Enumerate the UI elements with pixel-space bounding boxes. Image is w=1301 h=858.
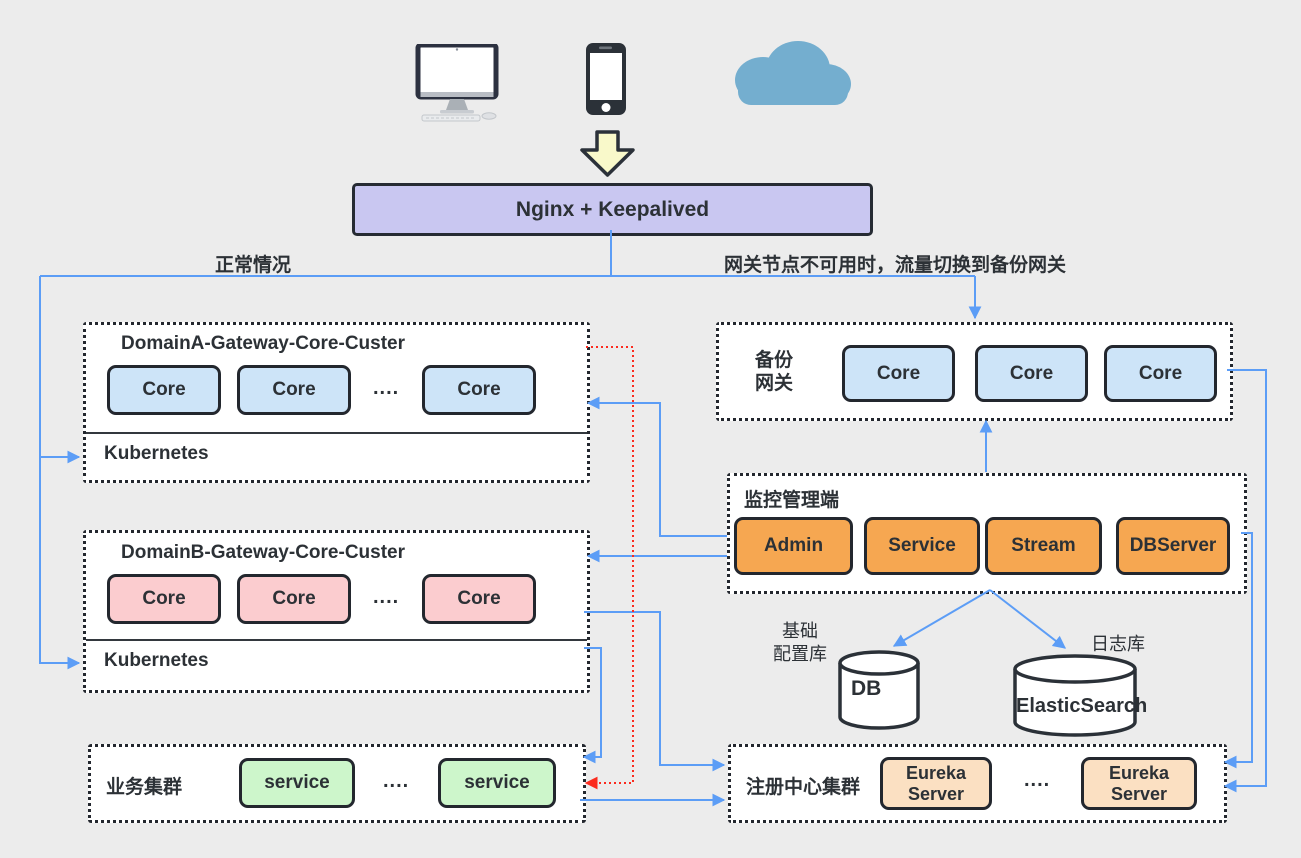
wire-monitor-to-db xyxy=(892,589,991,647)
domain-a-core-1: Core xyxy=(107,365,221,415)
module-service: Service xyxy=(864,517,980,575)
config-db-caption-line1: 基础 xyxy=(782,621,818,641)
registry-node-ellipsis: .... xyxy=(1024,769,1051,791)
business-service-ellipsis: .... xyxy=(383,770,410,792)
log-store-label: ElasticSearch xyxy=(1016,695,1148,717)
eureka-server-1: Eureka Server xyxy=(880,757,992,810)
wire-monitor-to-elasticsearch xyxy=(989,589,1067,649)
log-store-cylinder: ElasticSearch xyxy=(1013,653,1147,738)
domain-b-platform-label: Kubernetes xyxy=(104,650,209,671)
backup-core-3: Core xyxy=(1104,345,1217,402)
backup-core-1: Core xyxy=(842,345,955,402)
registry-cluster-box: 注册中心集群 Eureka Server .... Eureka Server xyxy=(728,744,1227,823)
domain-a-cluster-box: DomainA-Gateway-Core-Custer Core Core ..… xyxy=(83,322,590,483)
nginx-keepalived-box: Nginx + Keepalived xyxy=(352,183,873,236)
config-db-caption: 基础 配置库 xyxy=(763,620,837,666)
failover-branch-label: 网关节点不可用时，流量切换到备份网关 xyxy=(724,255,1067,276)
domain-a-divider xyxy=(86,432,587,434)
nginx-keepalived-label: Nginx + Keepalived xyxy=(515,197,710,221)
wire-domain-b-to-registry xyxy=(584,611,726,772)
module-stream: Stream xyxy=(985,517,1102,575)
domain-a-core-2: Core xyxy=(237,365,351,415)
business-cluster-title: 业务集群 xyxy=(106,777,183,798)
config-db-label: DB xyxy=(851,677,882,700)
backup-gateway-title-line2: 网关 xyxy=(755,373,794,394)
eureka-server-2: Eureka Server xyxy=(1081,757,1197,810)
domain-b-divider xyxy=(86,639,587,641)
domain-a-core-3: Core xyxy=(422,365,536,415)
wire-to-domain-b-k8s xyxy=(39,276,81,670)
normal-branch-label: 正常情况 xyxy=(215,255,292,276)
registry-cluster-title: 注册中心集群 xyxy=(746,777,861,798)
backup-core-2: Core xyxy=(975,345,1088,402)
monitor-console-box: 监控管理端 Admin Service Stream DBServer xyxy=(727,473,1247,594)
big-down-arrow-icon xyxy=(576,130,640,178)
backup-gateway-box: 备份 网关 Core Core Core xyxy=(716,322,1233,421)
wire-monitor-to-domain-a xyxy=(586,396,727,537)
domain-b-core-2: Core xyxy=(237,574,351,624)
monitor-console-title: 监控管理端 xyxy=(744,490,840,511)
module-dbserver: DBServer xyxy=(1116,517,1230,575)
domain-a-title: DomainA-Gateway-Core-Custer xyxy=(121,333,405,354)
log-store-caption: 日志库 xyxy=(1091,634,1145,654)
domain-a-platform-label: Kubernetes xyxy=(104,443,209,464)
domain-b-title: DomainB-Gateway-Core-Custer xyxy=(121,542,405,563)
domain-b-core-1: Core xyxy=(107,574,221,624)
backup-gateway-title-line1: 备份 xyxy=(755,350,794,371)
desktop-computer-icon xyxy=(414,42,504,122)
business-cluster-box: 业务集群 service .... service xyxy=(88,744,586,823)
config-db-cylinder: DB xyxy=(838,650,920,730)
business-service-2: service xyxy=(438,758,556,808)
smartphone-icon xyxy=(585,42,627,116)
domain-b-core-3: Core xyxy=(422,574,536,624)
domain-b-core-ellipsis: .... xyxy=(373,586,400,608)
domain-a-core-ellipsis: .... xyxy=(373,377,400,399)
domain-b-cluster-box: DomainB-Gateway-Core-Custer Core Core ..… xyxy=(83,530,590,693)
wire-domain-a-to-business-red-dotted xyxy=(584,346,634,790)
module-admin: Admin xyxy=(734,517,853,575)
cloud-icon xyxy=(718,36,854,110)
config-db-caption-line2: 配置库 xyxy=(773,644,827,664)
business-service-1: service xyxy=(239,758,355,808)
